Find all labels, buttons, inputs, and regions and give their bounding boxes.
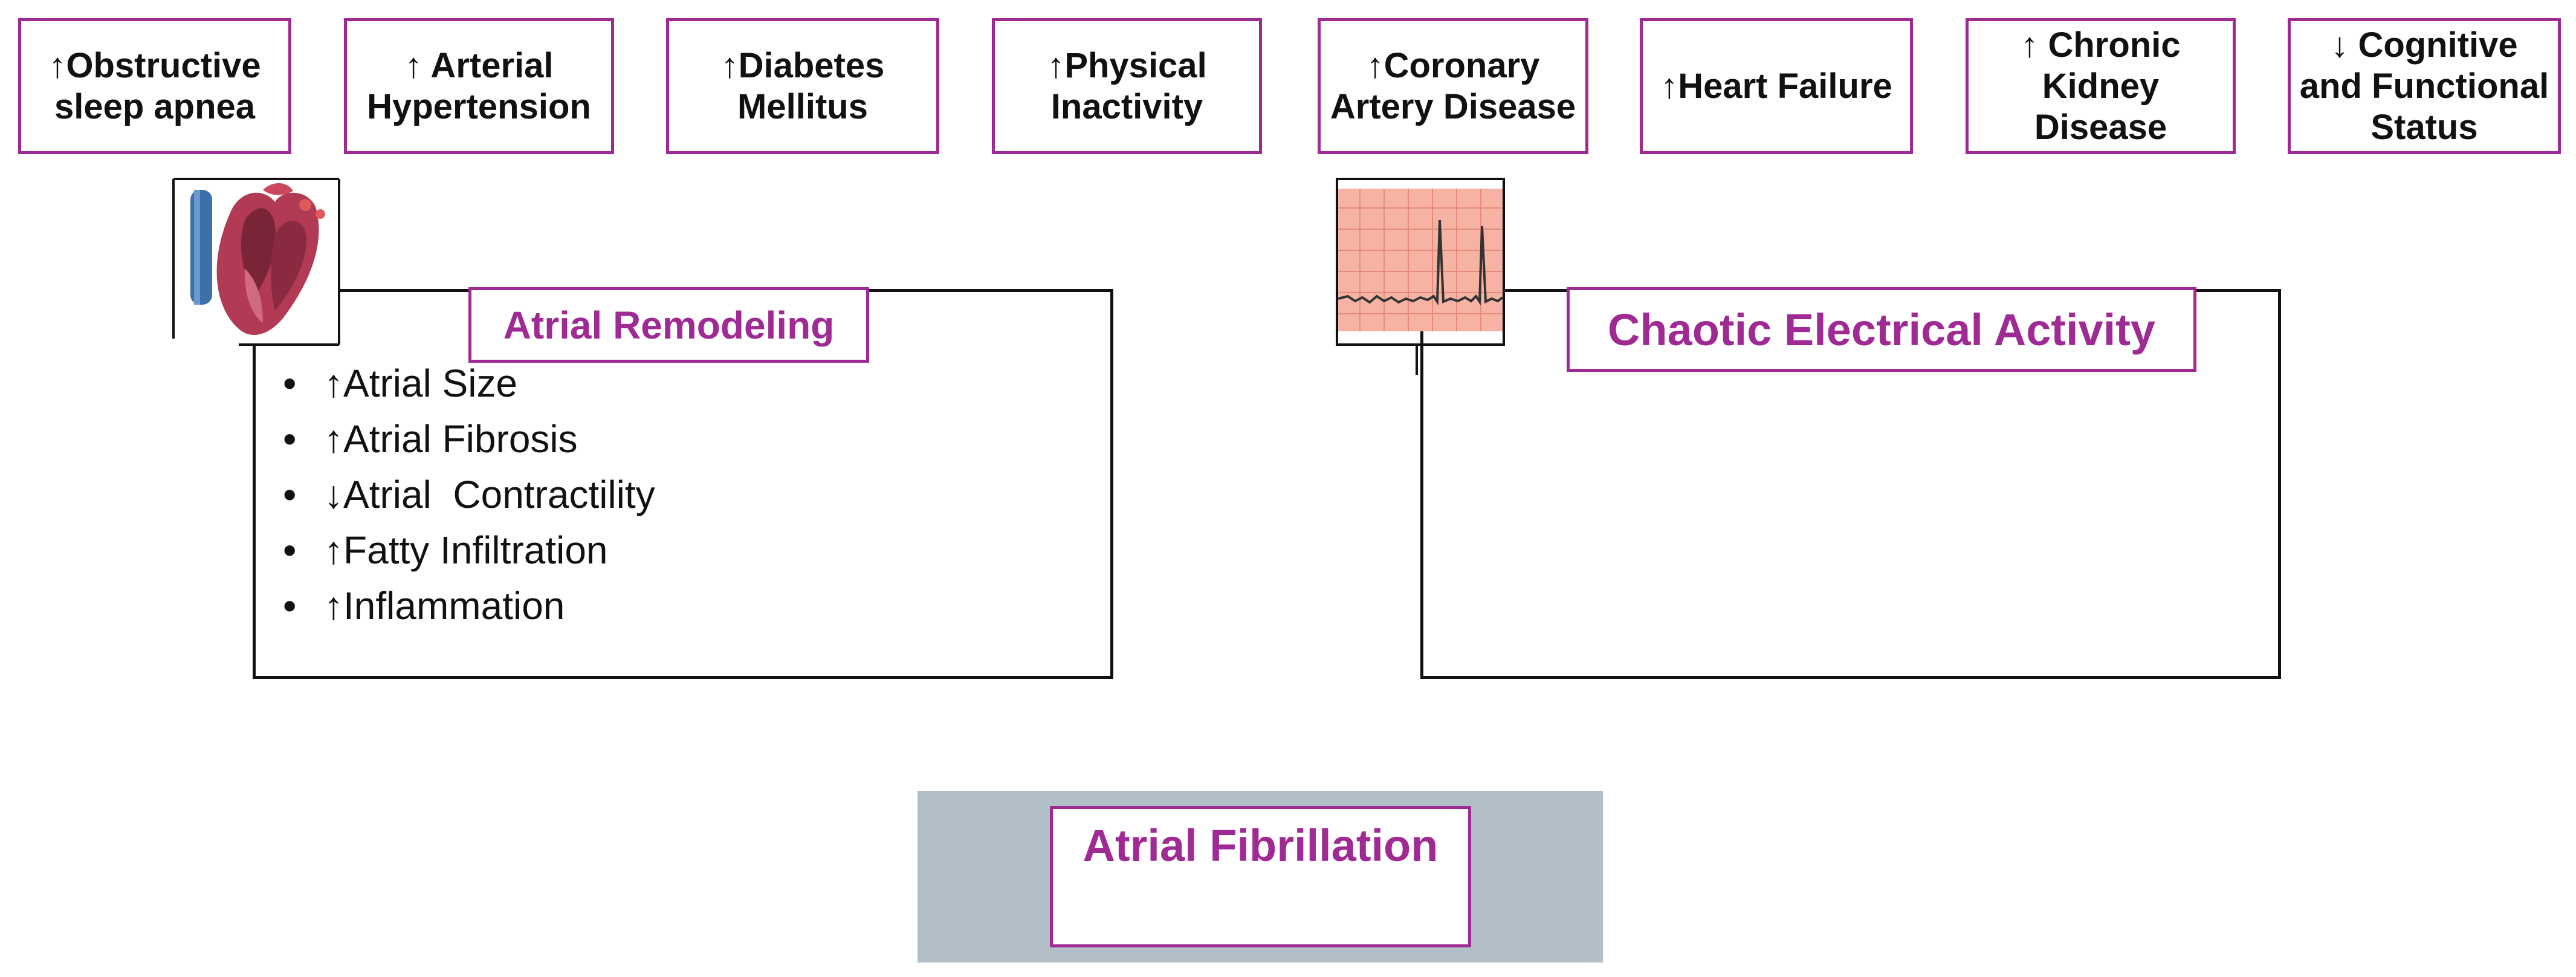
risk-factor-label: ↑ Chronic Kidney Disease	[2021, 25, 2181, 147]
risk-factor-label: ↑Coronary Artery Disease	[1330, 45, 1576, 126]
atrial-fibrillation-title: Atrial Fibrillation	[1083, 820, 1438, 871]
risk-factor-label: ↑ Arterial Hypertension	[367, 45, 591, 126]
risk-factor-chronic-kidney-disease: ↑ Chronic Kidney Disease	[1966, 18, 2236, 154]
risk-factor-physical-inactivity: ↑Physical Inactivity	[992, 18, 1262, 154]
list-item: ↑Atrial Fibrosis	[283, 411, 1069, 467]
risk-factor-cognitive-functional-status: ↓ Cognitive and Functional Status	[2288, 18, 2561, 154]
chaotic-electrical-activity-title-text: Chaotic Electrical Activity	[1607, 304, 2156, 355]
list-item: ↓Atrial Contractility	[283, 467, 1069, 522]
risk-factor-arterial-hypertension: ↑ Arterial Hypertension	[344, 18, 614, 154]
risk-factor-label: ↑Heart Failure	[1660, 66, 1892, 106]
heart-anatomy-icon	[172, 178, 340, 346]
risk-factor-label: ↑Diabetes Mellitus	[720, 45, 885, 126]
risk-factor-label: ↑Physical Inactivity	[1047, 45, 1207, 126]
chaotic-electrical-activity-title: Chaotic Electrical Activity	[1567, 287, 2196, 372]
list-item: ↑Inflammation	[283, 578, 1069, 634]
atrial-fibrillation-box: Atrial Fibrillation	[1050, 806, 1471, 947]
list-item: ↑Fatty Infiltration	[283, 522, 1069, 578]
remodeling-list: ↑Atrial Size ↑Atrial Fibrosis ↓Atrial Co…	[283, 355, 1069, 634]
atrial-remodeling-title-text: Atrial Remodeling	[503, 303, 835, 347]
risk-factor-label: ↑Obstructive sleep apnea	[48, 45, 261, 126]
connector-line	[1416, 346, 1418, 375]
risk-factor-diabetes-mellitus: ↑Diabetes Mellitus	[666, 18, 939, 154]
risk-factor-coronary-artery-disease: ↑Coronary Artery Disease	[1318, 18, 1588, 154]
risk-factor-label: ↓ Cognitive and Functional Status	[2299, 25, 2549, 147]
list-item: ↑Atrial Size	[283, 355, 1069, 411]
atrial-remodeling-title: Atrial Remodeling	[468, 287, 869, 363]
risk-factor-heart-failure: ↑Heart Failure	[1640, 18, 1913, 154]
risk-factor-obstructive-sleep-apnea: ↑Obstructive sleep apnea	[18, 18, 291, 154]
ecg-strip-icon	[1336, 178, 1505, 346]
